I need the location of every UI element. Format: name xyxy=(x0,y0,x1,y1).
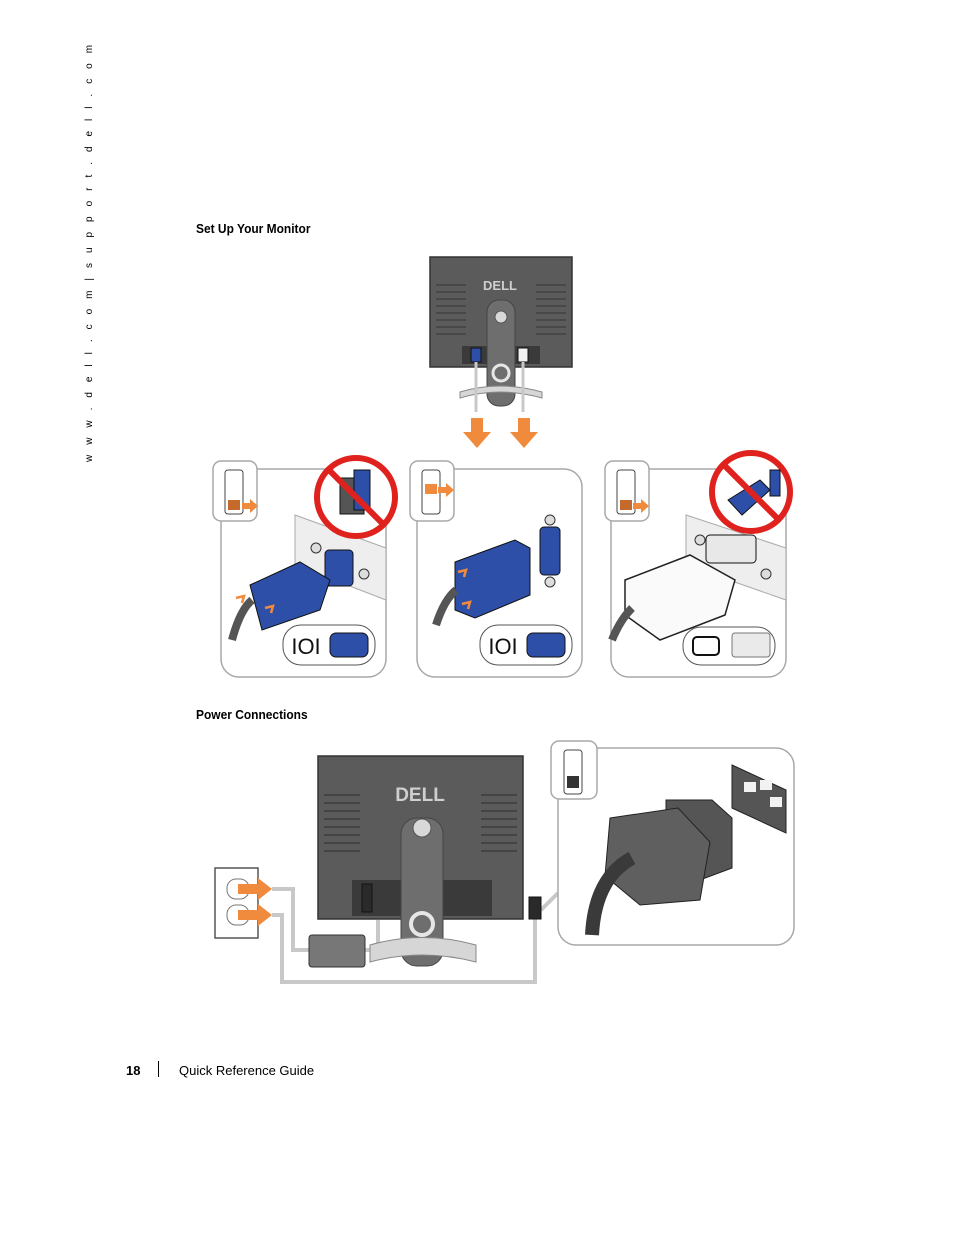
section-title-monitor: Set Up Your Monitor xyxy=(196,221,311,236)
footer-guide-title: Quick Reference Guide xyxy=(179,1063,315,1078)
monitor-logo-top: DELL xyxy=(483,278,517,293)
power-plug-callout xyxy=(550,740,795,946)
monitor-back-power: DELL xyxy=(317,755,542,967)
orange-arrows-down xyxy=(463,418,538,448)
monitor-back-illustration: DELL xyxy=(429,256,573,412)
monitor-logo-bottom: DELL xyxy=(395,785,445,806)
vga-panel-with-prohibit: IOI xyxy=(212,455,398,678)
dvi-panel-with-prohibit xyxy=(604,450,793,678)
wall-outlet xyxy=(214,867,272,939)
svg-text:IOI: IOI xyxy=(488,634,517,659)
svg-text:IOI: IOI xyxy=(291,634,320,659)
section-title-power: Power Connections xyxy=(196,707,308,722)
power-adapter xyxy=(308,934,366,968)
footer-separator xyxy=(158,1061,159,1077)
vga-panel-correct: IOI xyxy=(409,460,583,678)
page-number: 18 xyxy=(126,1063,141,1078)
